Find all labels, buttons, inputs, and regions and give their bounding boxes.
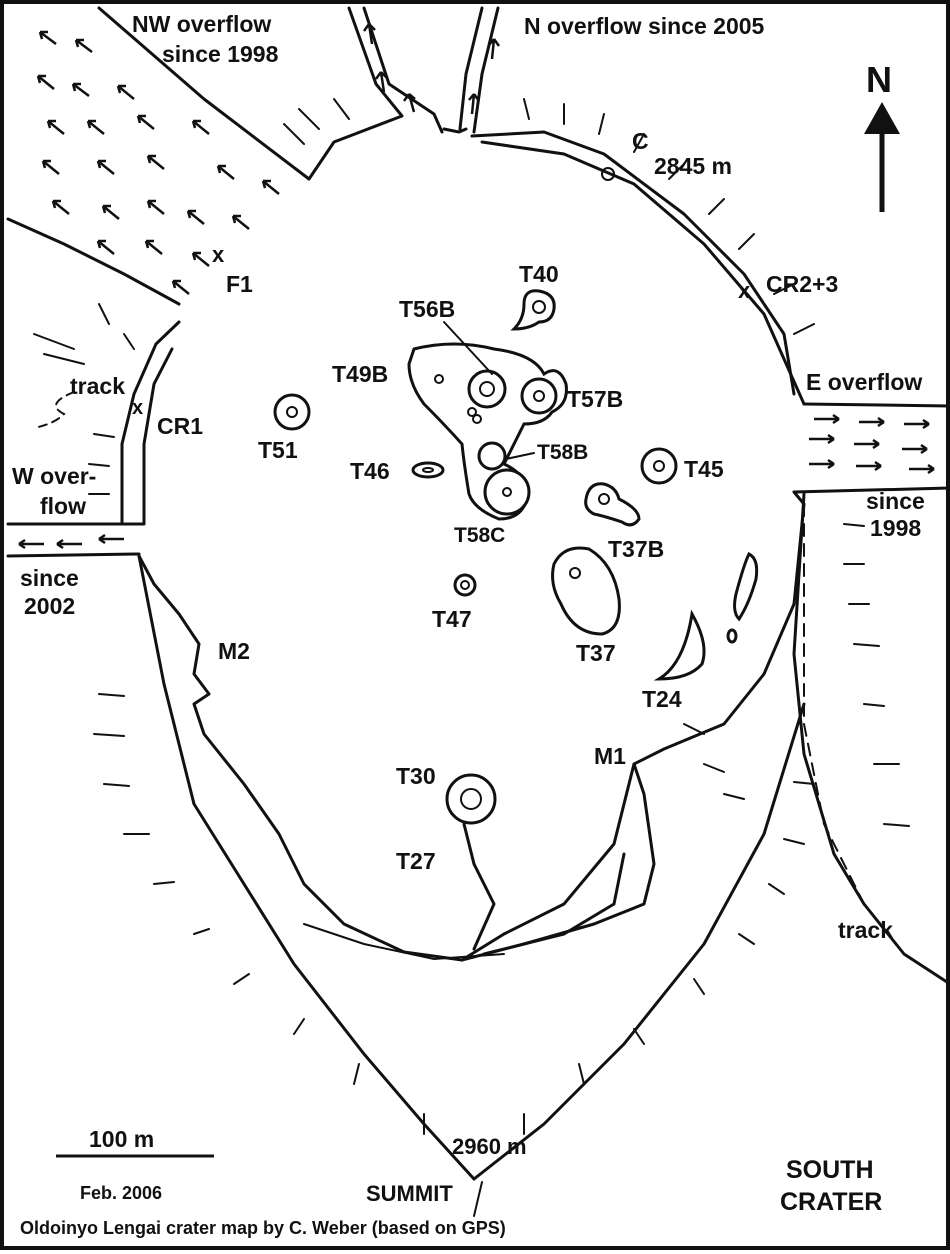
m1-label: M1 xyxy=(594,743,626,769)
summit-outer-west xyxy=(137,554,476,1181)
cr1-x-mark: x xyxy=(132,397,143,419)
slope-hatching xyxy=(33,98,910,1135)
w-overflow-bottom xyxy=(6,552,141,558)
nw-flow-arrows xyxy=(36,30,280,295)
nw-flow-boundary-lower xyxy=(6,217,181,306)
c-point-marker xyxy=(601,167,615,181)
m2-label: M2 xyxy=(218,638,250,664)
t58b-label: T58B xyxy=(537,441,588,464)
e-overflow-top xyxy=(802,402,950,408)
e-flow-arrows xyxy=(809,413,935,475)
t47-cone xyxy=(453,573,477,597)
nw-since-label: since 1998 xyxy=(162,41,279,67)
map-drawing: NW overflow since 1998 N overflow since … xyxy=(6,6,950,1238)
n-channel-left-outer xyxy=(307,6,404,181)
date-label: Feb. 2006 xyxy=(80,1183,162,1203)
c-label: C xyxy=(632,128,649,154)
t56b-cone xyxy=(467,369,507,409)
nw-flow-boundary-upper xyxy=(97,6,311,181)
summit-pointer xyxy=(473,1181,483,1217)
n-channel-right-outer xyxy=(472,6,500,134)
e-overflow-bottom xyxy=(792,486,950,494)
track-s-path xyxy=(803,503,865,905)
e-overflow-label: E overflow xyxy=(806,369,922,395)
t37b-label: T37B xyxy=(608,536,664,562)
caption: Oldoinyo Lengai crater map by C. Weber (… xyxy=(20,1218,506,1238)
t57b-label: T57B xyxy=(567,386,623,412)
south-crater-label-1: SOUTH xyxy=(786,1156,874,1184)
c-elevation-label: 2845 m xyxy=(654,153,732,179)
t37-label: T37 xyxy=(576,640,616,666)
track-w-path xyxy=(33,391,75,429)
t58c-label: T58C xyxy=(454,524,505,547)
w-overflow-label-2: flow xyxy=(40,493,86,519)
summit-outer-east xyxy=(472,702,806,1181)
t27-label: T27 xyxy=(396,848,436,874)
t46-cone xyxy=(411,461,445,479)
bottom-ridge-2 xyxy=(482,852,626,956)
summit-base-line xyxy=(303,923,505,961)
t40-label: T40 xyxy=(519,261,559,287)
scale-label: 100 m xyxy=(89,1126,154,1152)
track-s-label: track xyxy=(838,917,893,943)
t57b-cone xyxy=(520,377,558,415)
t56b-label: T56B xyxy=(399,296,455,322)
t30-cone xyxy=(445,773,497,825)
t47-label: T47 xyxy=(432,606,472,632)
summit-label: SUMMIT xyxy=(366,1181,453,1206)
w-overflow-label-1: W over- xyxy=(12,463,96,489)
cr23-x-mark: x xyxy=(738,278,751,303)
t37b-cone xyxy=(584,482,641,527)
south-crater-edge xyxy=(792,492,950,986)
n-channel-gap xyxy=(442,127,468,134)
t24-label: T24 xyxy=(642,686,682,712)
t45-cone xyxy=(640,447,678,485)
f1-x-mark: x xyxy=(212,242,225,267)
t49b-label: T49B xyxy=(332,361,388,387)
t27-flow xyxy=(462,822,496,951)
south-crater-label-2: CRATER xyxy=(780,1188,882,1216)
w-flow-arrows xyxy=(18,533,124,550)
north-arrow xyxy=(864,102,900,212)
t37-cone xyxy=(551,546,621,636)
nw-overflow-label: NW overflow xyxy=(132,11,271,37)
ne-rim-inner xyxy=(480,140,806,406)
t30-label: T30 xyxy=(396,763,436,789)
e-year-label: 1998 xyxy=(870,515,921,541)
e-since-label: since xyxy=(866,488,925,514)
t58b-cone xyxy=(477,441,507,471)
n-overflow-label: N overflow since 2005 xyxy=(524,13,765,39)
t45-label: T45 xyxy=(684,456,724,482)
t51-label: T51 xyxy=(258,437,298,463)
n-channel-left-inner xyxy=(362,6,444,134)
w-year-label: 2002 xyxy=(24,593,75,619)
ne-rim-outer xyxy=(470,130,796,396)
f1-label: F1 xyxy=(226,271,253,297)
summit-elevation-label: 2960 m xyxy=(452,1134,527,1159)
north-label: N xyxy=(866,59,892,100)
t24-lobe xyxy=(653,609,706,681)
t58b-pointer xyxy=(505,452,535,460)
n-channel-right-inner xyxy=(458,6,484,131)
se-crater-wall xyxy=(460,490,806,962)
w-since-label: since xyxy=(20,565,79,591)
cr1-label: CR1 xyxy=(157,413,203,439)
t46-label: T46 xyxy=(350,458,390,484)
track-w-label: track xyxy=(70,373,125,399)
t58c-cone xyxy=(483,468,531,516)
cr23-label: CR2+3 xyxy=(766,271,838,297)
t56b-pointer xyxy=(443,321,493,375)
t51-cone xyxy=(273,393,311,431)
n-flow-arrows xyxy=(362,23,501,115)
e-small-lobe xyxy=(733,551,759,622)
sw-crater-wall xyxy=(137,554,464,962)
